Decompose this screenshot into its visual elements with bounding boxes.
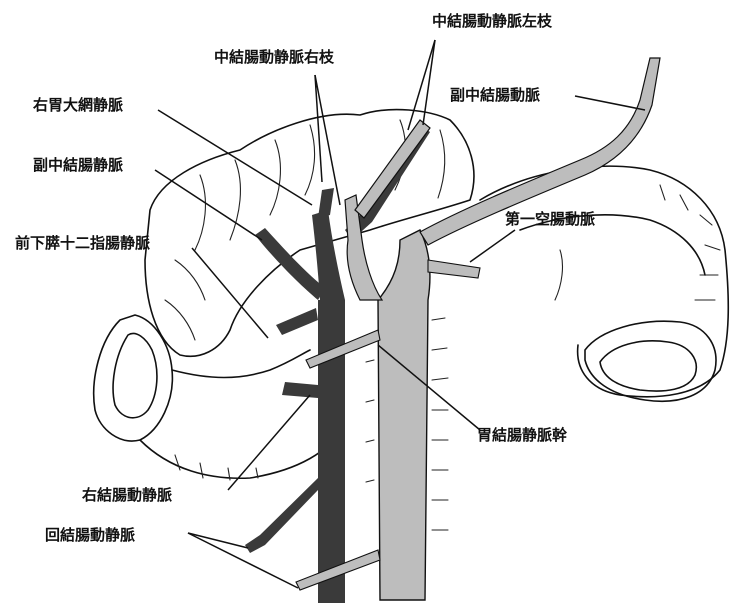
label-right-gastroepiploic-vein: 右胃大網静脈 (33, 96, 123, 114)
label-accessory-middle-colic-vein: 副中結腸静脈 (33, 156, 123, 174)
label-anterior-inferior-pancreaticoduodenal-vein: 前下膵十二指腸静脈 (15, 234, 150, 252)
label-middle-colic-right-branch: 中結腸動静脈右枝 (214, 48, 335, 66)
label-first-jejunal-artery: 第一空腸動脈 (505, 210, 595, 228)
label-right-colic-vessels: 右結腸動静脈 (82, 486, 172, 504)
superior-mesenteric-artery (296, 58, 660, 600)
left-colon-segment (94, 315, 340, 480)
label-accessory-middle-colic-artery: 副中結腸動脈 (450, 86, 540, 104)
label-gastrocolic-trunk: 胃結腸静脈幹 (477, 426, 568, 444)
label-ileocolic-vessels: 回結腸動静脈 (45, 526, 135, 544)
label-middle-colic-left-branch: 中結腸動静脈左枝 (432, 12, 553, 30)
